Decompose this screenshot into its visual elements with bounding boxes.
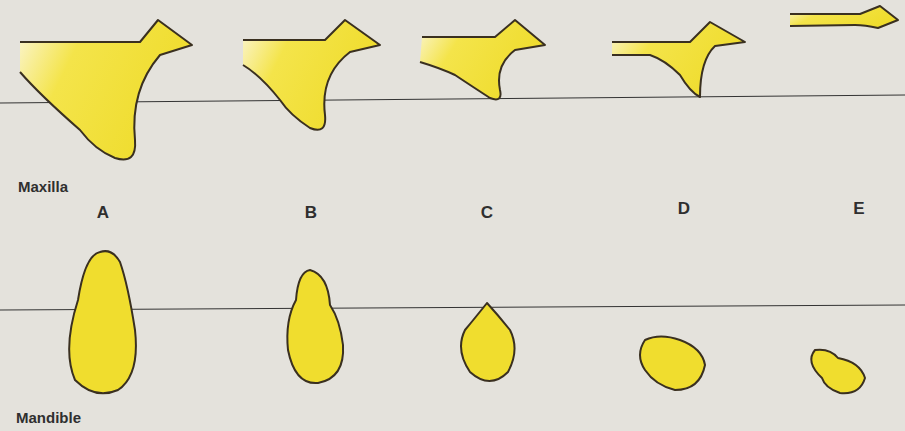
maxilla-ridge-c [420,20,545,99]
class-letter: D [678,200,690,217]
section-label: Mandible [16,410,81,425]
mandible-ridge-c [461,303,515,381]
class-letter: E [853,200,864,217]
class-letter: A [97,204,109,221]
maxilla-ridge-b [243,20,380,130]
mandible-ridge-b [287,270,343,383]
mandible-baseline [0,305,905,310]
mandible-ridge-d [640,337,705,391]
maxilla-ridge-d [612,22,745,97]
mandible-ridge-a [69,251,136,393]
maxilla-ridge-a [20,20,192,160]
class-letter: C [481,204,493,221]
maxilla-ridge-e [790,6,898,28]
section-label: Maxilla [18,179,68,194]
mandible-ridge-e [811,350,865,394]
class-letter: B [305,204,317,221]
